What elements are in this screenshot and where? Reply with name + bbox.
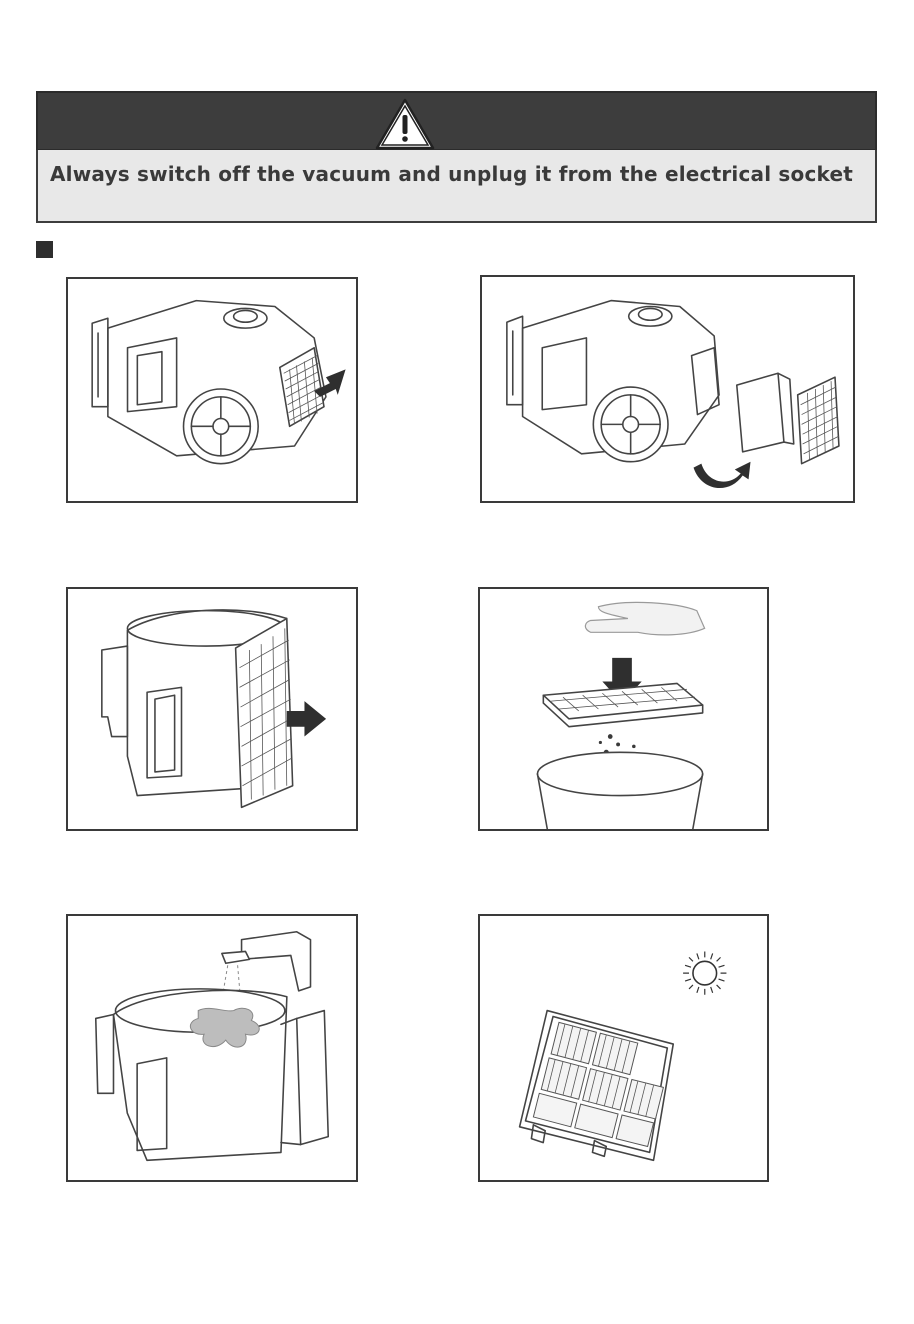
figure-dry-filter-in-sun: [478, 914, 769, 1182]
figure-tap-filter-over-bin: [478, 587, 769, 831]
warning-message-box: Always switch off the vacuum and unplug …: [36, 150, 877, 223]
warning-header: [36, 91, 877, 151]
warning-message: Always switch off the vacuum and unplug …: [50, 162, 853, 186]
section-marker-square: [36, 241, 53, 258]
figure-rinse-container-under-tap: [66, 914, 358, 1182]
figure-vacuum-filter-removed: [480, 275, 855, 503]
sun-icon: [683, 951, 726, 994]
figure-dust-container-filter-removal: [66, 587, 358, 831]
figure-vacuum-grille-press: [66, 277, 358, 503]
warning-triangle-icon: [374, 97, 436, 151]
